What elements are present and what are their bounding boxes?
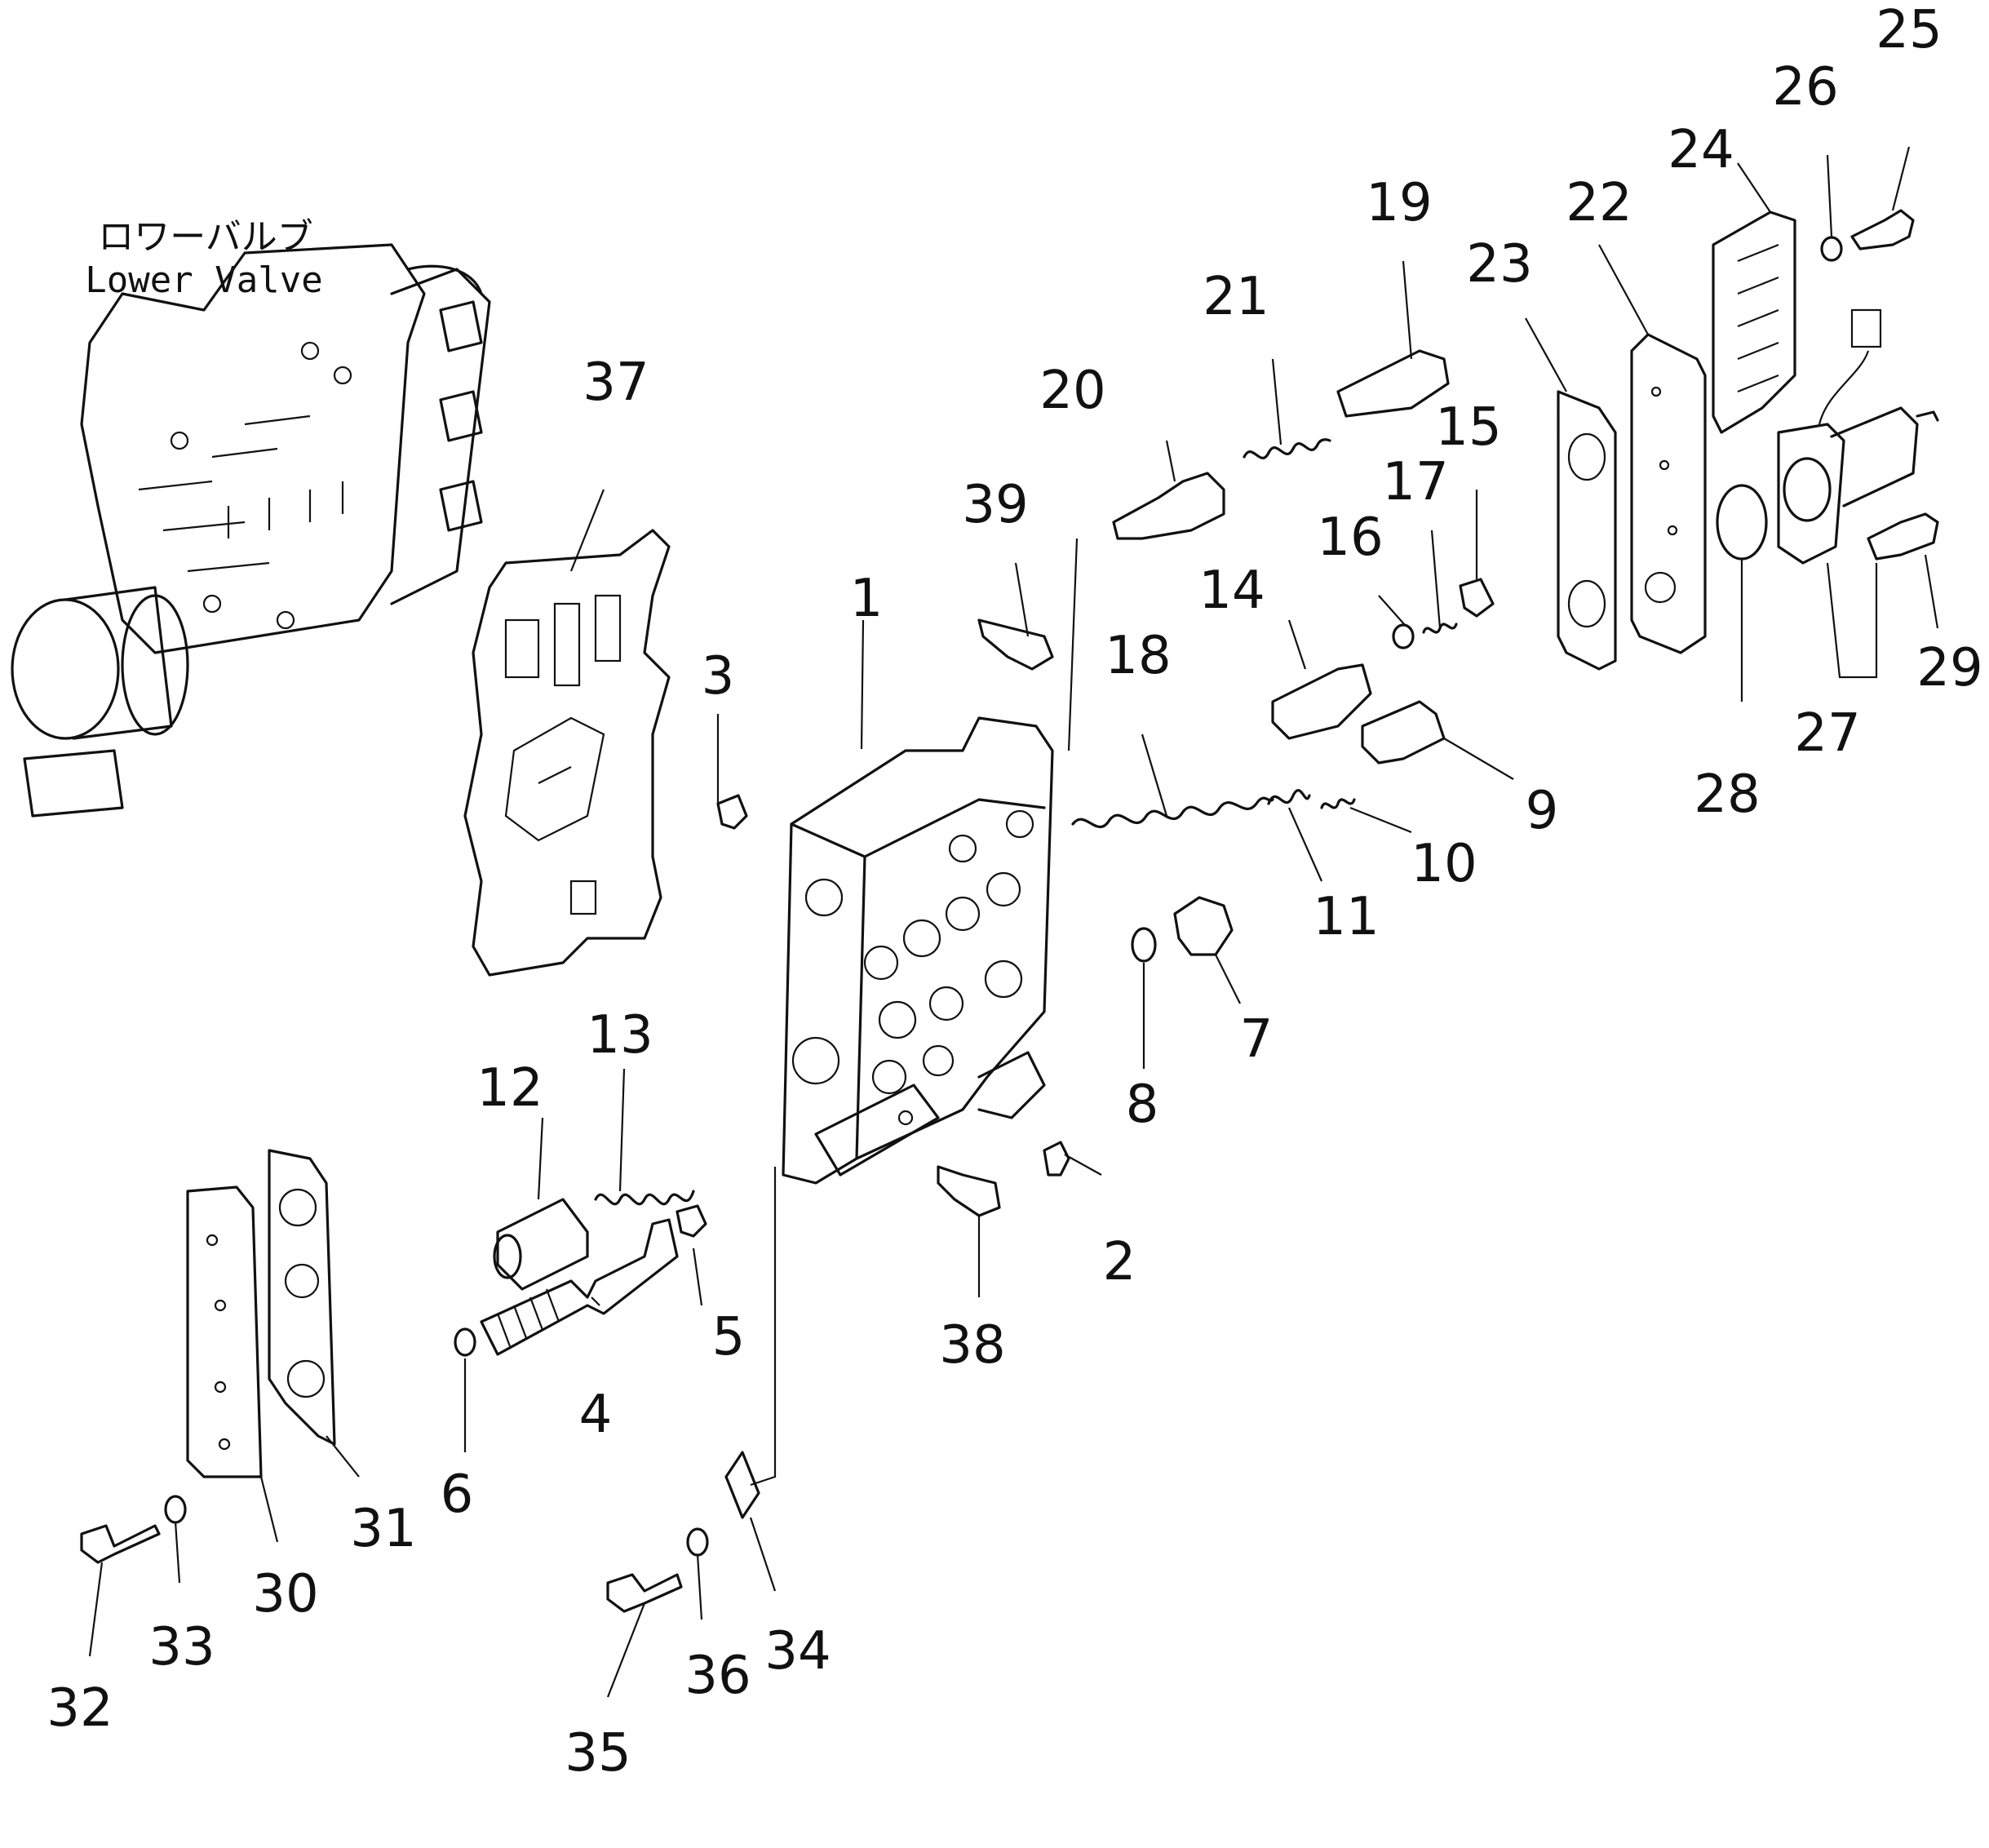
plug-15 bbox=[1459, 578, 1495, 618]
washer-26 bbox=[1820, 236, 1843, 262]
label-6: 6 bbox=[441, 1465, 474, 1525]
label-9: 9 bbox=[1526, 781, 1559, 841]
leader-lines bbox=[88, 146, 1939, 1698]
gasket-31 bbox=[268, 1149, 336, 1446]
part-labels: 1 2 3 4 5 6 7 8 9 10 11 12 13 14 15 16 1… bbox=[47, 0, 1982, 1784]
label-21: 21 bbox=[1203, 267, 1269, 327]
label-31: 31 bbox=[350, 1499, 416, 1559]
label-23: 23 bbox=[1466, 234, 1532, 295]
label-16: 16 bbox=[1317, 507, 1383, 568]
label-1: 1 bbox=[850, 569, 884, 629]
label-20: 20 bbox=[1039, 361, 1105, 421]
label-19: 19 bbox=[1366, 173, 1432, 233]
washer-33 bbox=[164, 1495, 187, 1524]
cover-22 bbox=[1630, 333, 1707, 654]
solenoid-27 bbox=[1777, 308, 1939, 565]
label-14: 14 bbox=[1198, 561, 1265, 621]
bolt-25 bbox=[1850, 209, 1915, 250]
bolt-38 bbox=[937, 1165, 1001, 1217]
label-7: 7 bbox=[1240, 1009, 1274, 1070]
spool-19 bbox=[1336, 349, 1450, 418]
label-36: 36 bbox=[684, 1646, 751, 1706]
bolt-32 bbox=[80, 1524, 161, 1564]
bracket-34 bbox=[724, 1451, 760, 1519]
label-27: 27 bbox=[1794, 703, 1860, 764]
spring-13 bbox=[594, 1190, 695, 1206]
spool-4 bbox=[480, 1218, 679, 1356]
label-30: 30 bbox=[252, 1564, 318, 1624]
label-25: 25 bbox=[1876, 0, 1942, 60]
spool-14 bbox=[1271, 663, 1372, 740]
lower-valve-assembly bbox=[11, 243, 491, 818]
caption-japanese: ロワーバルブ bbox=[98, 216, 313, 258]
label-10: 10 bbox=[1411, 834, 1477, 894]
washer-36 bbox=[686, 1527, 709, 1557]
spring-10 bbox=[1320, 798, 1356, 809]
bolt-35 bbox=[606, 1573, 683, 1613]
label-28: 28 bbox=[1694, 764, 1760, 825]
label-26: 26 bbox=[1772, 57, 1838, 117]
cover-30 bbox=[186, 1185, 263, 1478]
spool-20 bbox=[1112, 472, 1225, 540]
label-37: 37 bbox=[583, 352, 649, 413]
valve-body-1 bbox=[782, 716, 1054, 1185]
o-ring-28 bbox=[1716, 484, 1768, 561]
label-11: 11 bbox=[1313, 887, 1379, 947]
gasket-24 bbox=[1712, 211, 1796, 434]
spring-21 bbox=[1243, 438, 1331, 459]
spring-18 bbox=[1071, 796, 1274, 828]
label-13: 13 bbox=[587, 1005, 653, 1066]
spool-9 bbox=[1361, 700, 1446, 764]
gasket-37 bbox=[463, 529, 671, 977]
seal-ring-6 bbox=[454, 1327, 476, 1357]
bolt-29 bbox=[1867, 512, 1939, 561]
spring-11 bbox=[1267, 789, 1311, 805]
plug-5 bbox=[676, 1204, 707, 1238]
gasket-23 bbox=[1557, 390, 1617, 671]
label-33: 33 bbox=[148, 1617, 215, 1677]
label-29: 29 bbox=[1916, 638, 1982, 698]
label-5: 5 bbox=[712, 1307, 746, 1367]
washer-16 bbox=[1392, 623, 1415, 649]
label-4: 4 bbox=[579, 1385, 613, 1445]
label-38: 38 bbox=[939, 1315, 1005, 1376]
label-2: 2 bbox=[1103, 1232, 1136, 1292]
label-18: 18 bbox=[1105, 626, 1171, 686]
caption-english: Lower Valve bbox=[85, 259, 322, 301]
o-ring-8 bbox=[1131, 927, 1157, 963]
label-34: 34 bbox=[764, 1621, 831, 1682]
label-24: 24 bbox=[1668, 120, 1734, 180]
label-17: 17 bbox=[1382, 452, 1448, 512]
label-39: 39 bbox=[962, 475, 1028, 535]
label-12: 12 bbox=[476, 1058, 543, 1119]
plug-2 bbox=[1043, 1141, 1070, 1177]
label-15: 15 bbox=[1435, 397, 1501, 458]
plug-7 bbox=[1173, 896, 1234, 956]
label-32: 32 bbox=[47, 1678, 113, 1739]
label-22: 22 bbox=[1566, 173, 1632, 233]
plug-3 bbox=[716, 794, 748, 830]
sleeve-12 bbox=[493, 1198, 589, 1291]
bolt-39 bbox=[977, 618, 1054, 671]
label-8: 8 bbox=[1126, 1075, 1159, 1135]
label-3: 3 bbox=[702, 646, 735, 707]
label-35: 35 bbox=[565, 1723, 631, 1784]
